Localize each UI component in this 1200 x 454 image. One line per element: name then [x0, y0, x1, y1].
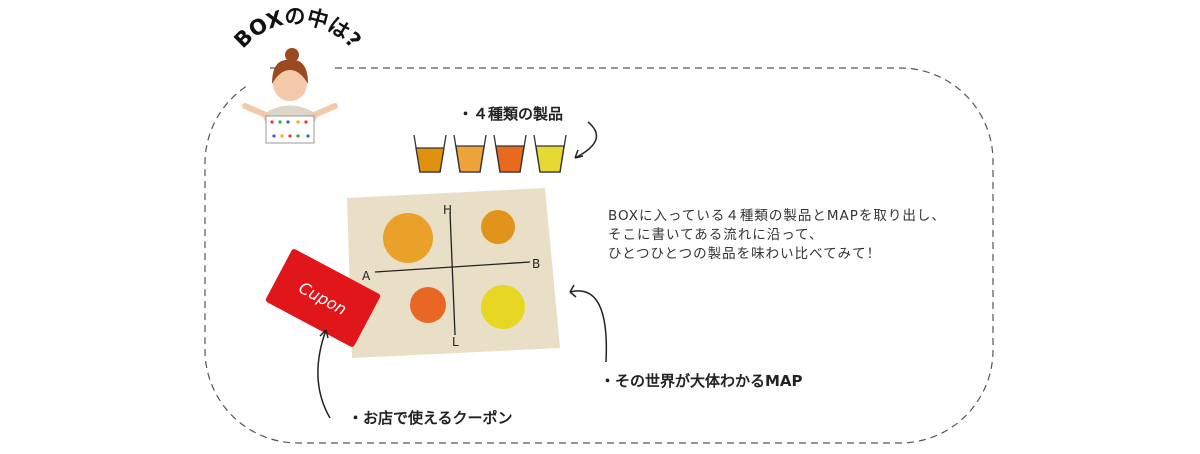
- axis-label-top: H: [443, 203, 452, 217]
- axis-label-bottom: L: [452, 335, 459, 349]
- title-text: BOXの中は?: [229, 4, 365, 53]
- flavor-map: H L A B: [347, 188, 560, 358]
- arrow-to-glasses: [574, 121, 598, 159]
- axis-label-right: B: [532, 257, 540, 271]
- arrow-to-map: [569, 284, 608, 363]
- arrow-to-coupon: [317, 329, 331, 419]
- coupon-label: ・お店で使えるクーポン: [348, 409, 513, 427]
- title: BOXの中は?: [229, 4, 365, 53]
- note-line: BOXに入っている４種類の製品とMAPを取り出し、: [608, 208, 946, 224]
- instruction-note: BOXに入っている４種類の製品とMAPを取り出し、 そこに書いてある流れに沿って…: [608, 207, 946, 264]
- axis-label-left: A: [362, 269, 371, 283]
- products-label: ・４種類の製品: [458, 105, 564, 123]
- coupon-card: Cupon: [265, 249, 381, 347]
- note-line: そこに書いてある流れに沿って、: [608, 227, 824, 243]
- note-line: ひとつひとつの製品を味わい比べてみて！: [608, 246, 882, 262]
- product-glasses: [413, 134, 567, 173]
- map-label: ・その世界が大体わかるMAP: [600, 372, 803, 390]
- woman-holding-box-illustration: [242, 48, 338, 144]
